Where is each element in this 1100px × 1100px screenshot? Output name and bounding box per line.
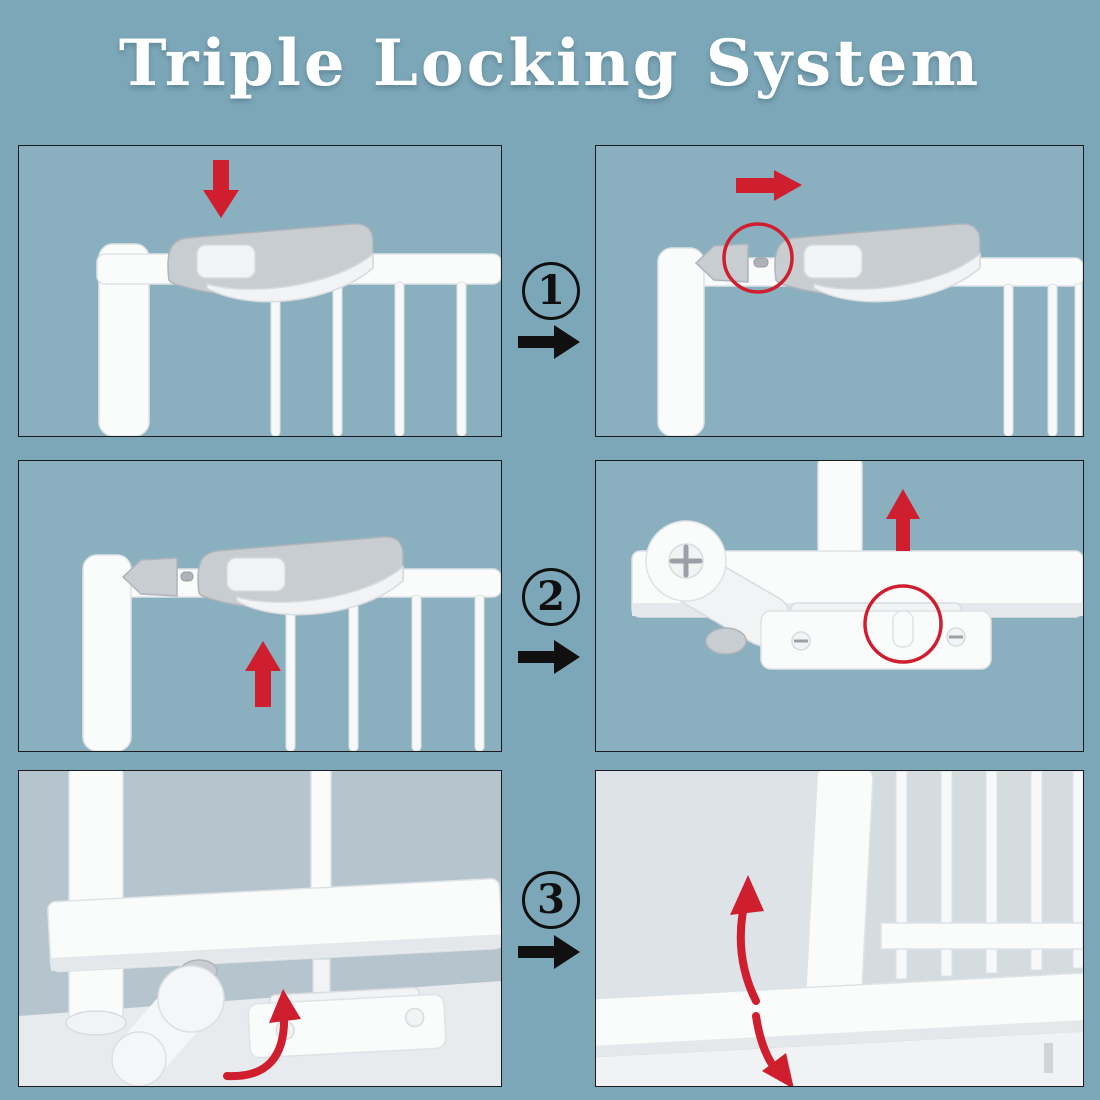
step-1-forward-arrow-icon <box>518 325 580 359</box>
page-title: Triple Locking System <box>118 26 982 101</box>
floor-catch-plate <box>760 602 992 670</box>
gate-frame <box>47 771 501 1036</box>
step-3-forward-arrow-icon <box>518 935 580 969</box>
panel-step3-swing-open <box>595 770 1084 1087</box>
latch-handle <box>774 223 981 303</box>
panel-step1-press-latch <box>18 145 502 437</box>
slide-right-arrow-icon <box>736 170 802 201</box>
gate-open-illustration <box>596 771 1083 1086</box>
gate-bars <box>880 771 1083 980</box>
panel-step3-rotate-lever <box>18 770 502 1087</box>
gate-foot <box>1044 1043 1053 1073</box>
step-2-forward-arrow-icon <box>518 640 580 674</box>
bottom-lever-illustration <box>19 771 501 1086</box>
gate-latch-slide-illustration <box>596 146 1083 436</box>
bottom-lock-closeup-illustration <box>596 461 1083 751</box>
gate-latch-lift-illustration <box>19 461 501 751</box>
highlight-circle <box>863 584 943 664</box>
swing-open-arrow-icon <box>730 875 794 1086</box>
screw-cross <box>669 544 703 578</box>
release-lever <box>111 959 225 1086</box>
step-2-number: 2 <box>522 568 580 626</box>
highlight-circle <box>722 222 794 294</box>
gate-bottom-rail <box>596 971 1083 1058</box>
latch-strike-wedge <box>121 557 194 597</box>
pin-up-arrow-icon <box>886 489 920 551</box>
press-down-arrow-icon <box>203 160 239 218</box>
latch-strike-wedge <box>694 243 769 283</box>
step-1-number: 1 <box>522 262 580 320</box>
panel-step2-pin-release <box>595 460 1084 752</box>
floor-catch-plate <box>247 986 447 1059</box>
locking-pin <box>892 610 914 648</box>
gate-top-latch-illustration <box>19 146 501 436</box>
rotate-arrow-icon <box>223 989 301 1081</box>
latch-handle <box>167 223 374 303</box>
panel-step1-slide-latch <box>595 145 1084 437</box>
panel-step2-lift-latch <box>18 460 502 752</box>
step-3-number: 3 <box>522 871 580 929</box>
lift-up-arrow-icon <box>245 641 281 707</box>
latch-handle <box>197 536 404 616</box>
